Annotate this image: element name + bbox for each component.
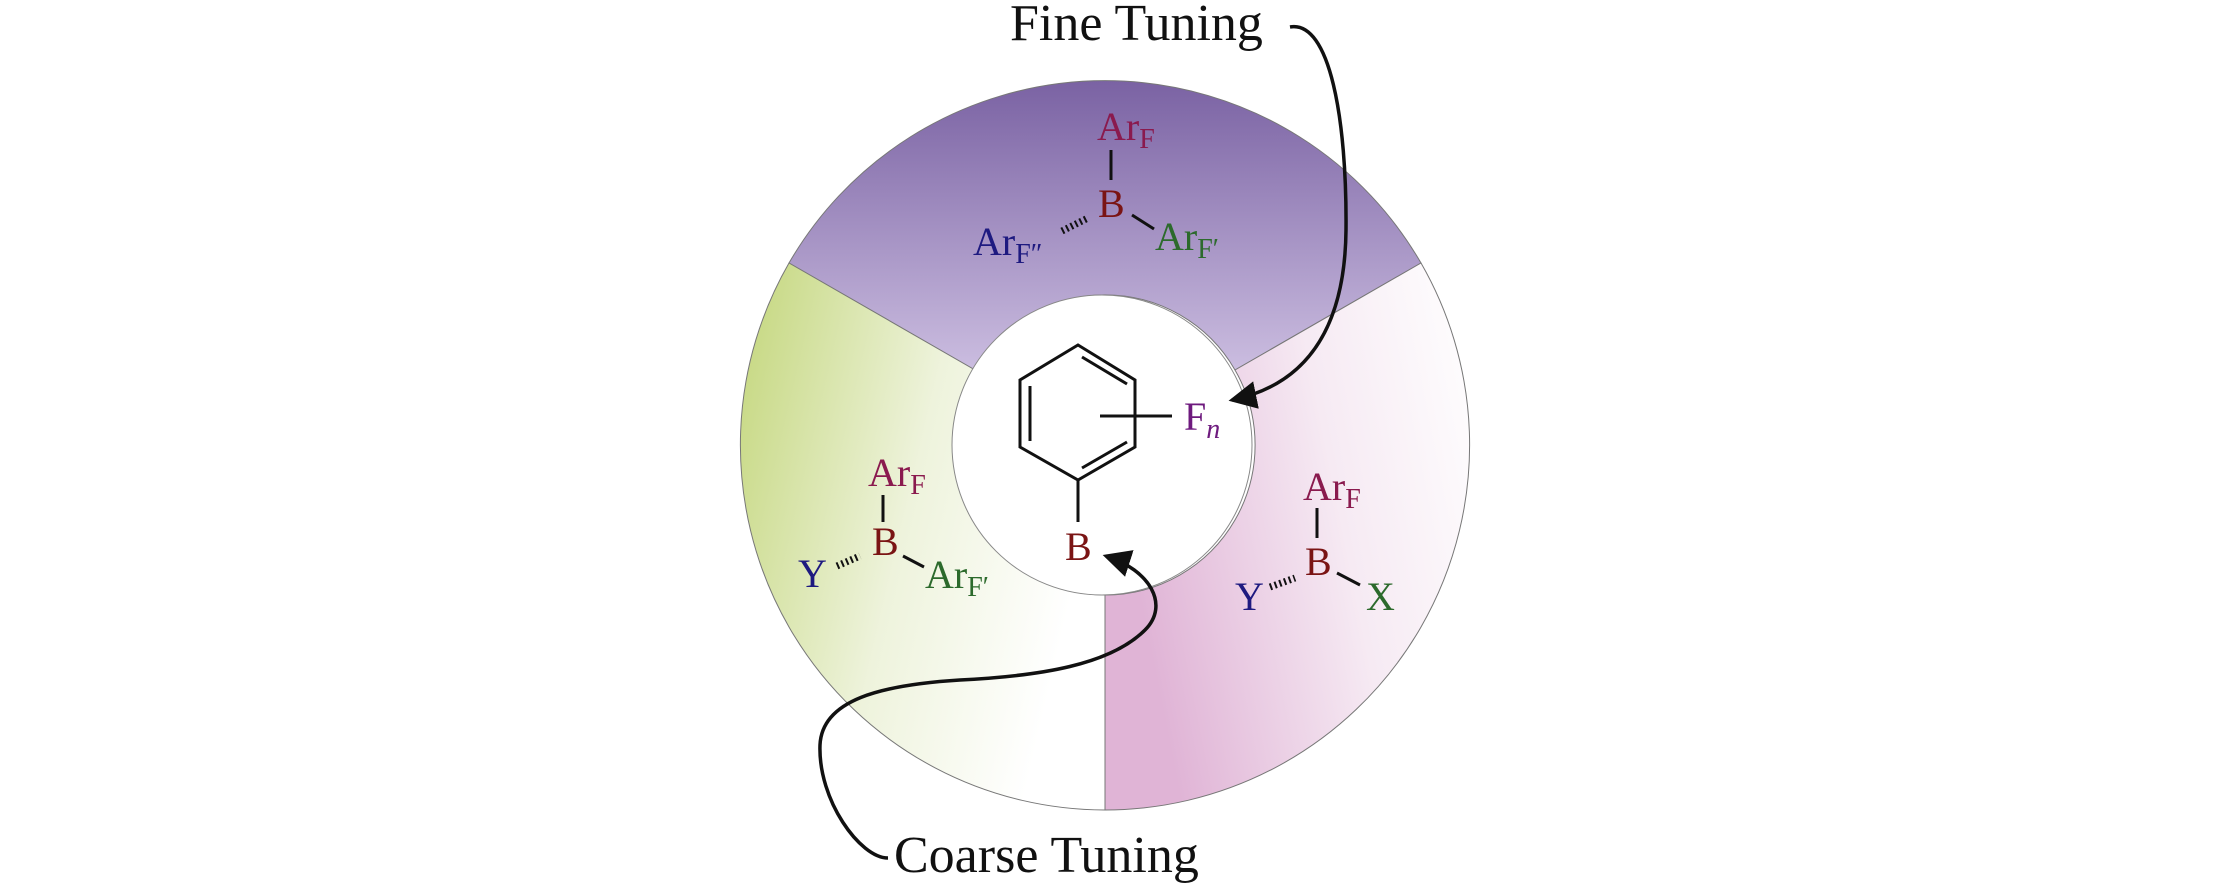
center-boron: B (1065, 524, 1092, 569)
svg-text:ArF: ArF (1097, 104, 1155, 155)
inner-circle (951, 294, 1253, 596)
center-fluorine: Fn (1184, 394, 1220, 445)
svg-text:B: B (872, 519, 899, 564)
svg-text:X: X (1366, 574, 1395, 619)
sector-top (788, 80, 1422, 371)
benzene-ring (1018, 343, 1172, 522)
coarse-tuning-arrow (818, 550, 1158, 860)
svg-text:B: B (1305, 539, 1332, 584)
sector-right (1104, 262, 1471, 811)
right-fragment: ArF B Y X (1235, 464, 1395, 619)
svg-text:Y: Y (798, 551, 827, 596)
svg-text:Y: Y (1235, 574, 1264, 619)
svg-text:ArF′: ArF′ (1155, 214, 1219, 265)
top-fragment: ArF B ArF′ ArF″ (973, 104, 1219, 270)
fine-tuning-label: Fine Tuning (1010, 0, 1263, 52)
coarse-tuning-label: Coarse Tuning (894, 827, 1199, 884)
svg-text:ArF: ArF (1303, 464, 1361, 515)
fine-tuning-arrow (1228, 25, 1348, 409)
svg-text:B: B (1098, 181, 1125, 226)
svg-text:ArF: ArF (868, 450, 926, 501)
svg-text:ArF′: ArF′ (925, 552, 989, 603)
svg-text:ArF″: ArF″ (973, 219, 1042, 270)
left-fragment: ArF B Y ArF′ (798, 450, 989, 603)
